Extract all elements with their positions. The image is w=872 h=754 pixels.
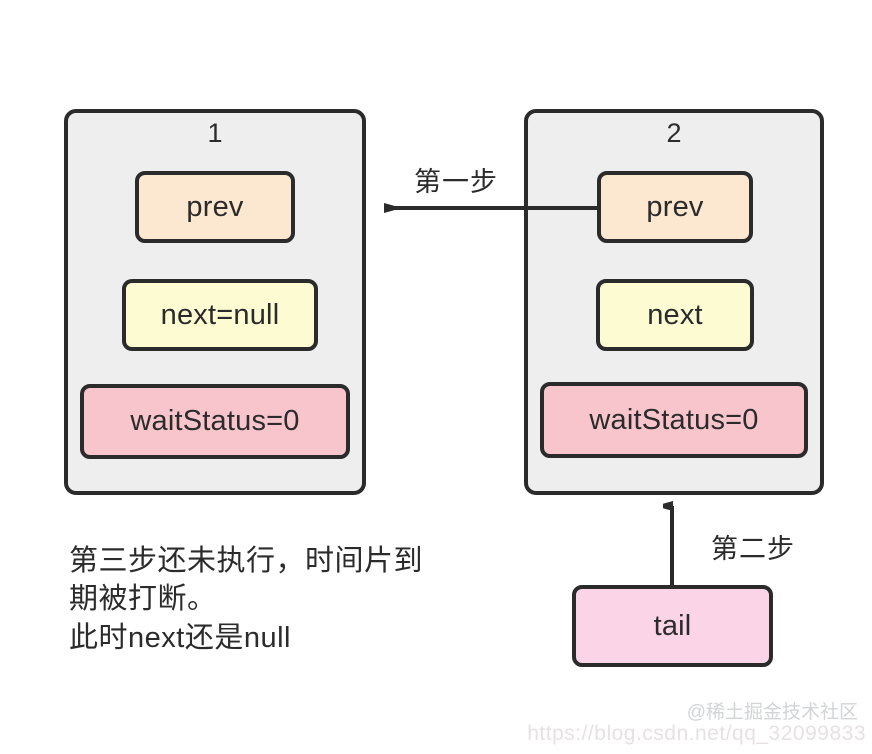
node-1-next-field: next=null	[122, 279, 318, 351]
explanatory-note: 第三步还未执行，时间片到 期被打断。 此时next还是null	[69, 545, 424, 654]
node-1-waitstatus-field: waitStatus=0	[80, 384, 350, 459]
node-1-title: 1	[207, 118, 223, 148]
node-2-prev-field: prev	[597, 171, 753, 243]
node-2-title: 2	[666, 118, 682, 148]
tail-box: tail	[572, 585, 773, 667]
node-2-next-field: next	[596, 279, 754, 351]
community-watermark: @稀土掘金技术社区	[686, 702, 858, 723]
step-two-label: 第二步	[711, 534, 795, 564]
node-1-prev-field: prev	[135, 171, 295, 243]
step-one-label: 第一步	[414, 167, 498, 197]
url-watermark: https://blog.csdn.net/qq_32099833	[527, 722, 866, 745]
node-2-waitstatus-field: waitStatus=0	[540, 382, 808, 458]
